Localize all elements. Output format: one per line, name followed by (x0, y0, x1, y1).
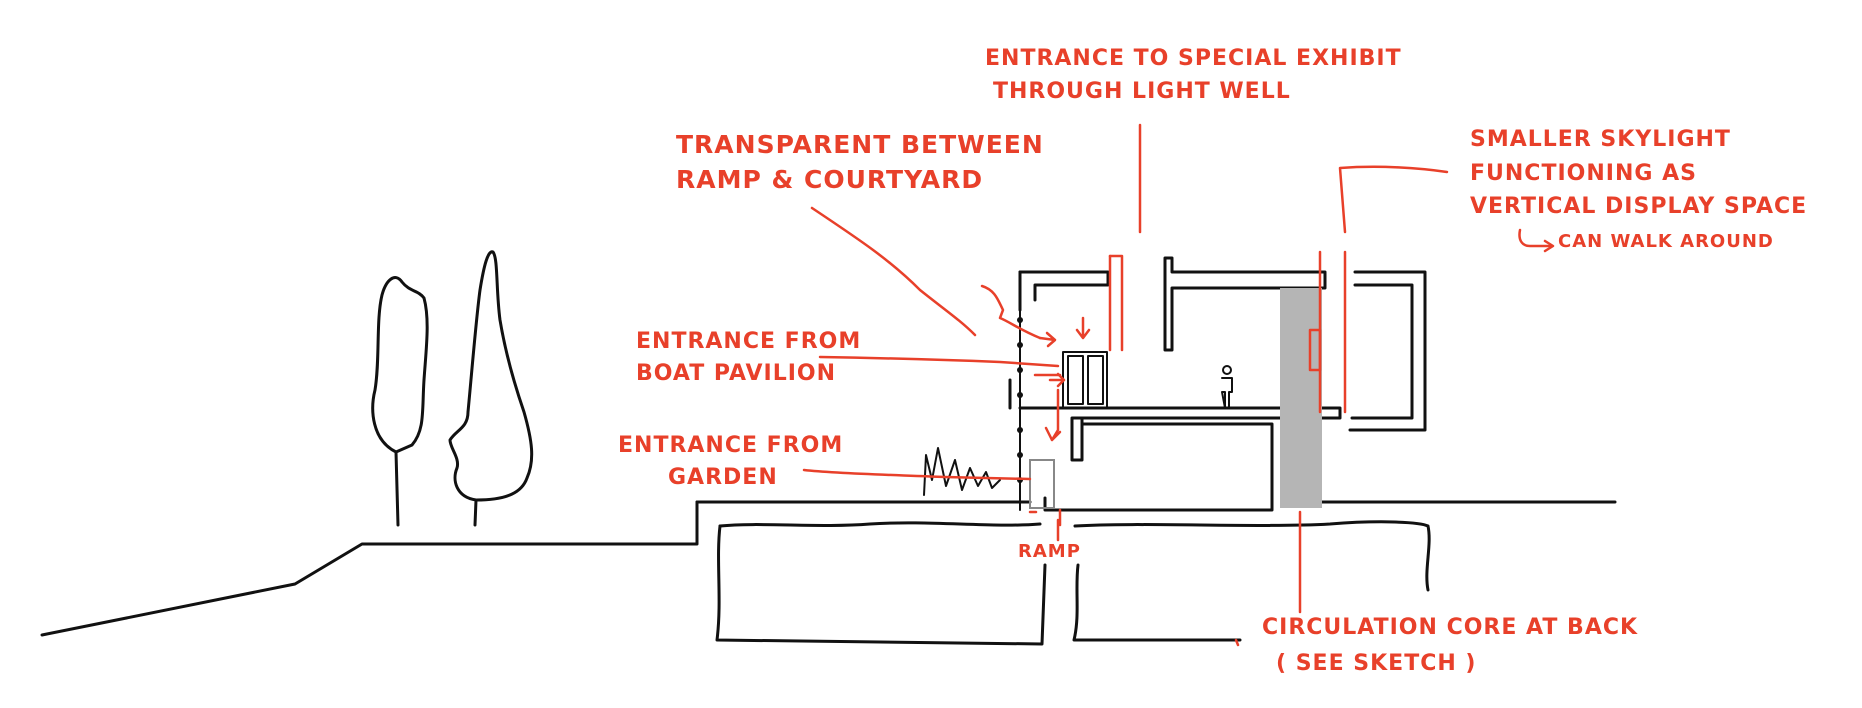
building-section (1008, 256, 1427, 512)
tree-right (448, 250, 534, 527)
skylight-line4: CAN WALK AROUND (1558, 231, 1774, 252)
tree-left (371, 276, 429, 527)
terrain (40, 500, 1617, 637)
light-well-marks (1028, 250, 1347, 527)
special-exhibit-line2: THROUGH LIGHT WELL (993, 79, 1291, 104)
transparent-line1: TRANSPARENT BETWEEN (676, 130, 1044, 159)
garden-line1: ENTRANCE FROM (618, 433, 843, 458)
skylight-line3: VERTICAL DISPLAY SPACE (1470, 194, 1807, 219)
boat-line2: BOAT PAVILION (636, 361, 836, 386)
special-exhibit-line1: ENTRANCE TO SPECIAL EXHIBIT (985, 46, 1402, 71)
ramp-label: RAMP (1018, 541, 1081, 562)
leader-lines (802, 123, 1555, 647)
basement (715, 520, 1431, 646)
circulation-line1: CIRCULATION CORE AT BACK (1262, 615, 1638, 640)
transparent-line2: RAMP & COURTYARD (676, 165, 983, 194)
skylight-line1: SMALLER SKYLIGHT (1470, 127, 1731, 152)
circulation-core (1280, 288, 1322, 508)
circulation-line2: ( SEE SKETCH ) (1276, 651, 1476, 676)
boat-line1: ENTRANCE FROM (636, 329, 861, 354)
skylight-line2: FUNCTIONING AS (1470, 161, 1697, 186)
grass (923, 447, 1001, 496)
garden-line2: GARDEN (668, 465, 778, 490)
